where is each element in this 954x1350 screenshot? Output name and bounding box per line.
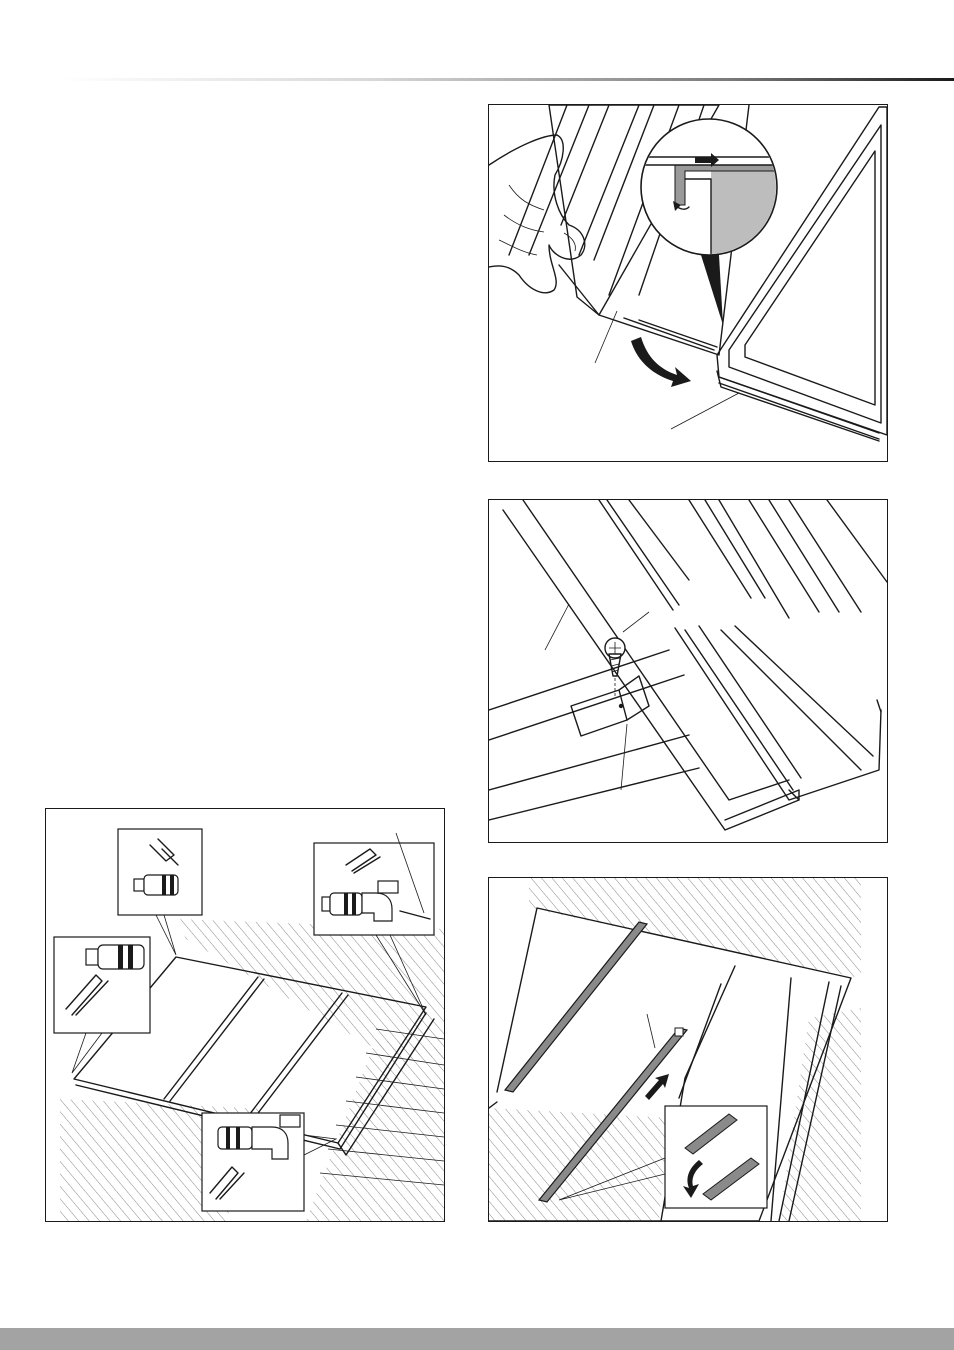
profile-rail xyxy=(503,500,887,830)
panel-joint-illustration xyxy=(489,105,887,461)
hand-icon xyxy=(489,135,585,293)
figure-collector-connections xyxy=(45,808,445,1222)
collector-connections-illustration xyxy=(46,809,444,1221)
joint-detail-magnifier-icon xyxy=(639,119,791,271)
header-rule xyxy=(60,78,954,81)
leader-line xyxy=(671,393,739,429)
leader-line xyxy=(595,311,617,363)
batten xyxy=(489,650,699,820)
leader-line xyxy=(545,604,569,650)
footer-bar xyxy=(0,1328,954,1350)
callout-left xyxy=(54,937,150,1073)
leader-line xyxy=(647,1014,655,1048)
rotate-arrow-icon xyxy=(631,337,691,387)
bracket-icon xyxy=(571,676,649,736)
figure-cover-strip xyxy=(488,877,888,1222)
figure-screw-fixing xyxy=(488,499,888,843)
cover-strip-illustration xyxy=(489,878,887,1221)
plug-fitting-icon xyxy=(86,945,144,969)
screw-fixing-illustration xyxy=(489,500,887,842)
leader-line xyxy=(621,724,627,790)
leader-line xyxy=(623,612,649,632)
figure-panel-joint xyxy=(488,104,888,462)
